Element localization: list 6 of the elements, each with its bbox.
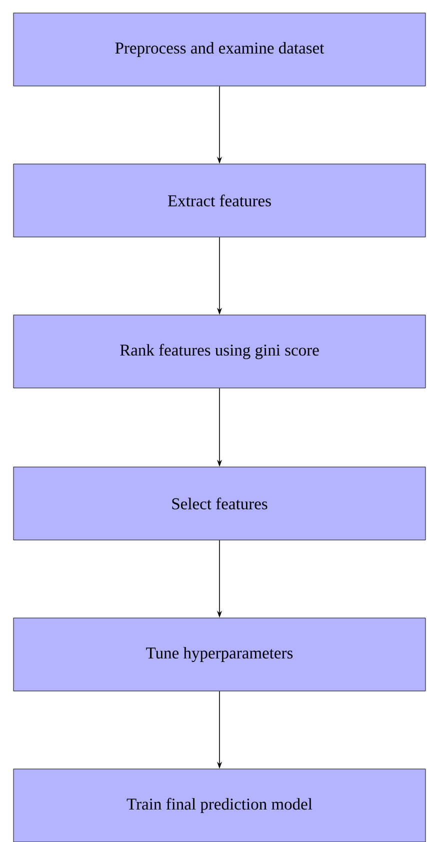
process-box: Extract features bbox=[13, 164, 426, 238]
process-box: Train final prediction model bbox=[13, 768, 426, 842]
process-box: Preprocess and examine dataset bbox=[13, 12, 426, 86]
process-box: Rank features using gini score bbox=[13, 314, 426, 388]
process-box: Select features bbox=[13, 466, 426, 540]
process-box: Tune hyperparameters bbox=[13, 618, 426, 692]
